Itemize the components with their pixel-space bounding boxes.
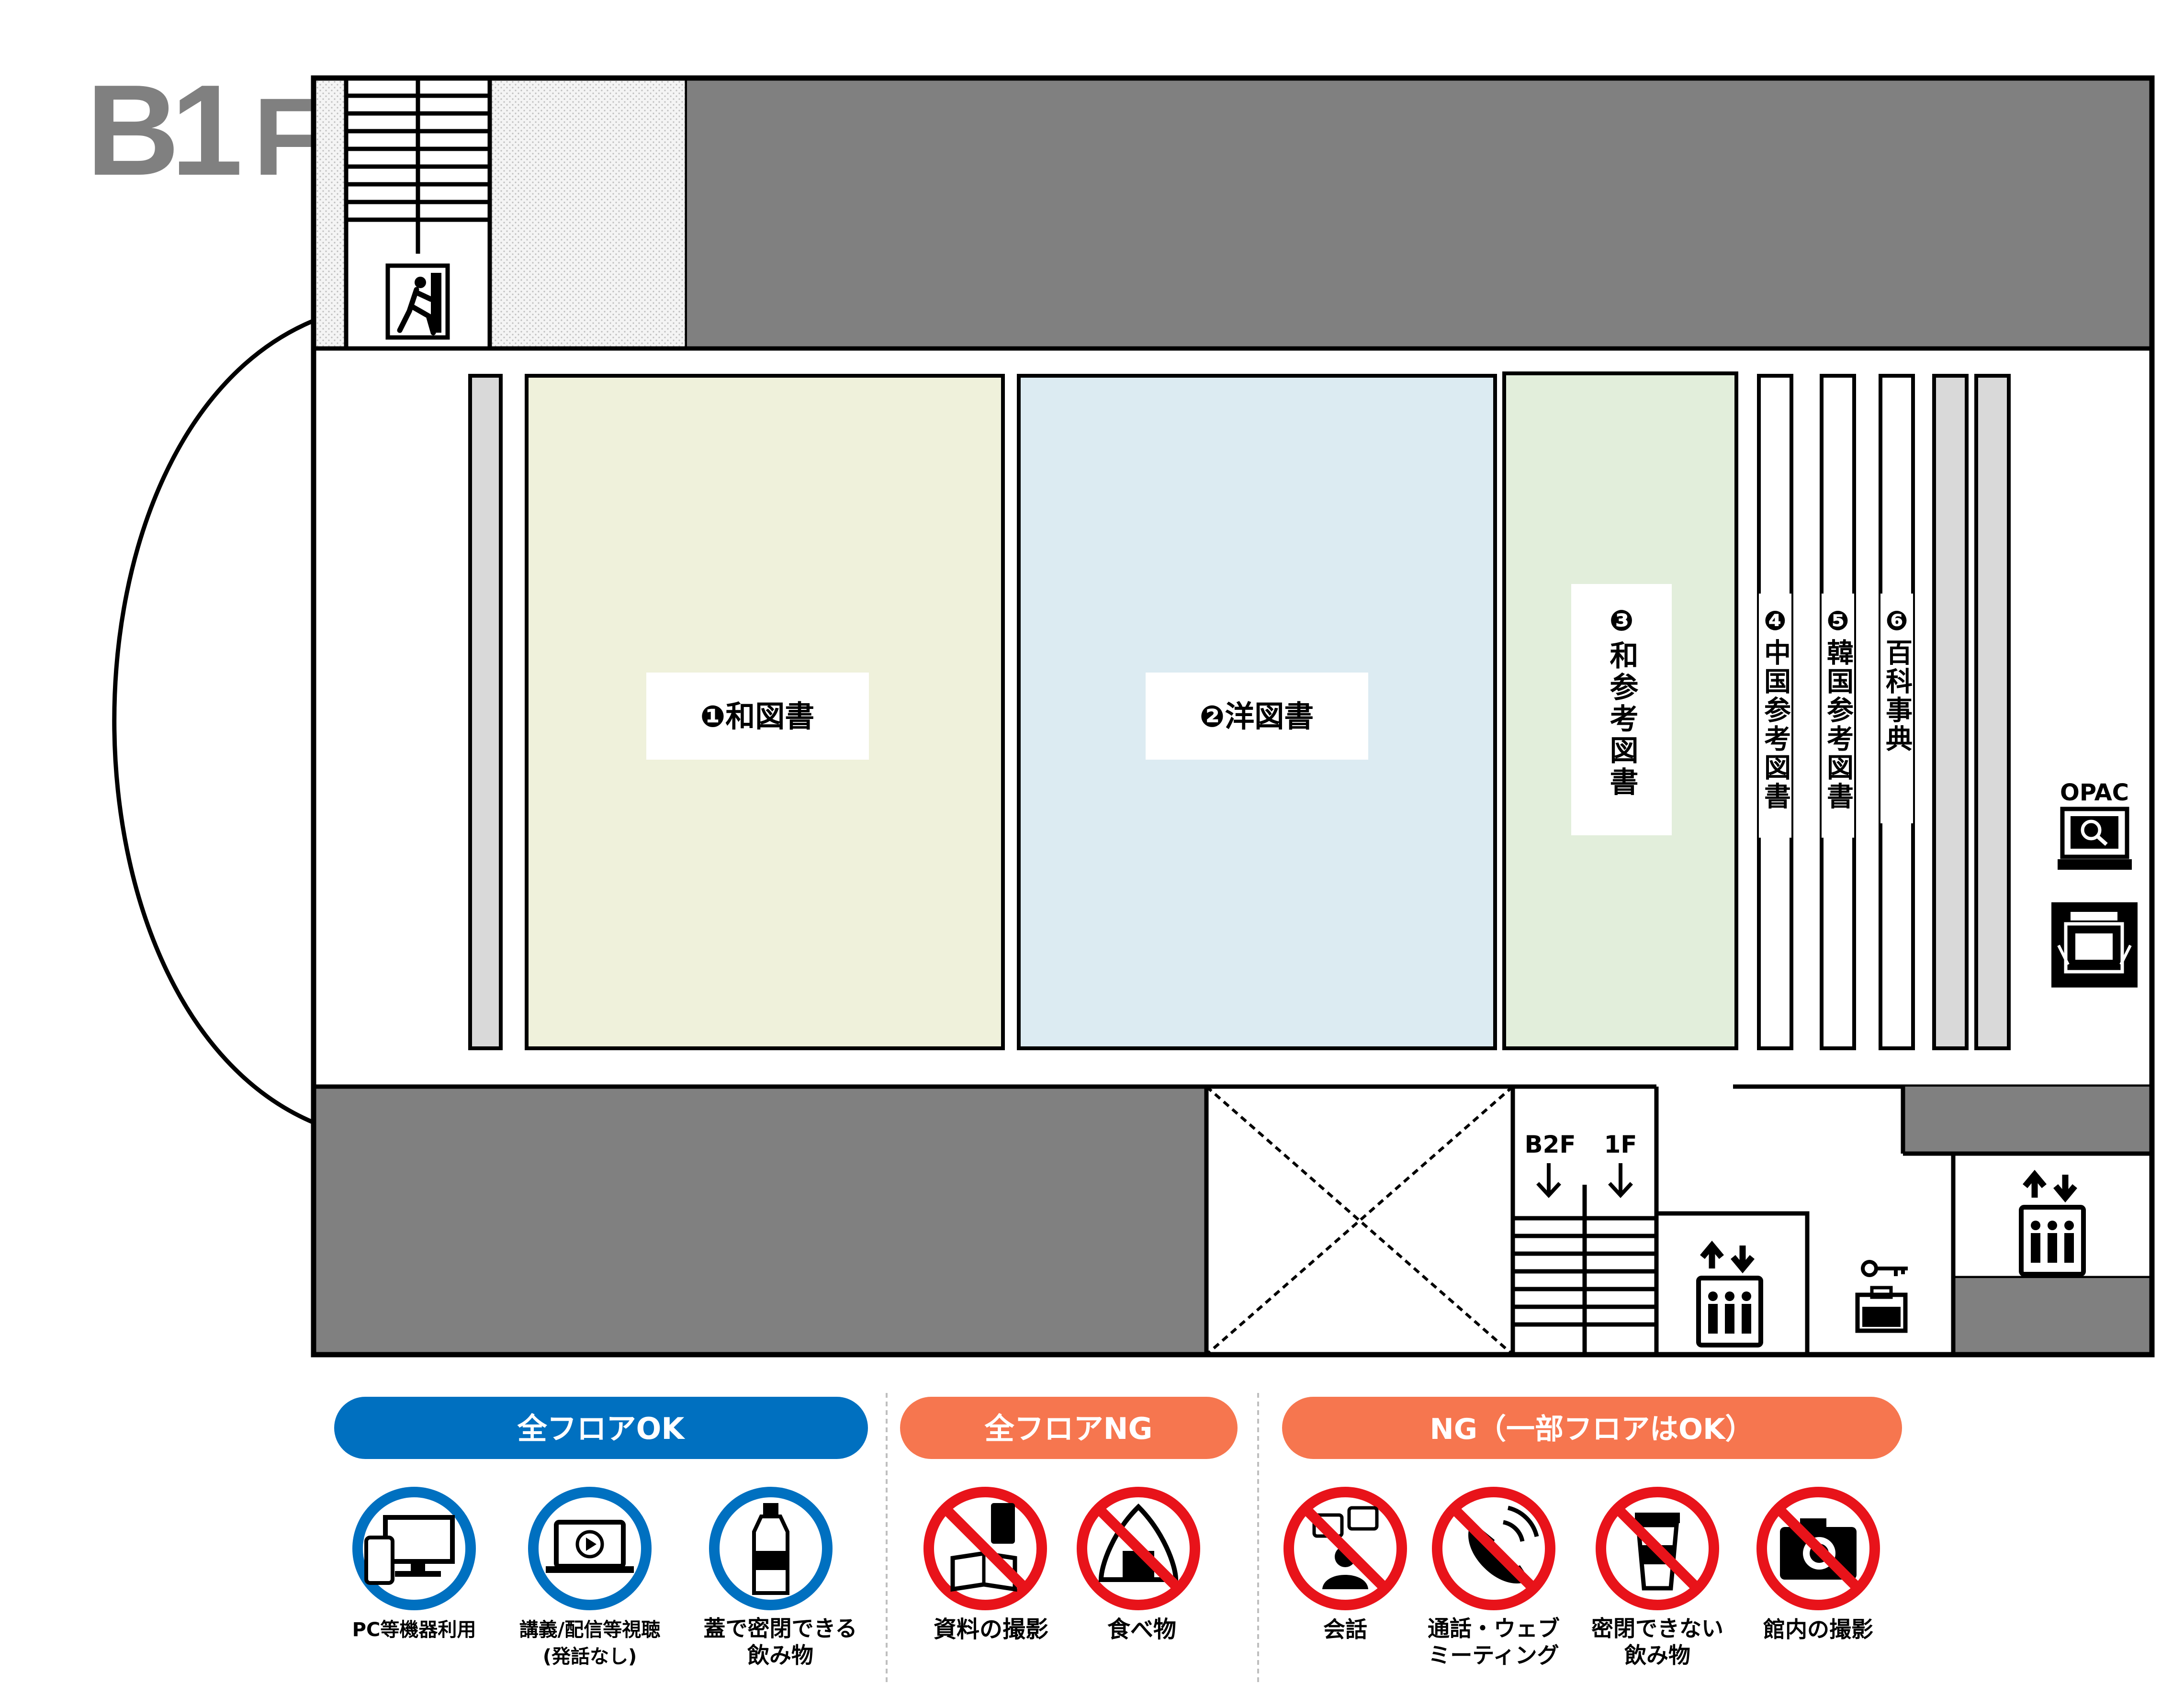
- shelf: [1932, 374, 2011, 1050]
- opac-terminal-icon[interactable]: [2058, 807, 2132, 870]
- emergency-exit-icon: [385, 263, 450, 340]
- legend-ng-partial-pill: [1282, 1397, 1902, 1459]
- legend-caption-material-photo: 資料の撮影: [934, 1616, 1048, 1643]
- legend-ng-all-pill: [900, 1397, 1238, 1459]
- korean-reference-label: ❺韓国参考図書: [1823, 606, 1854, 811]
- stairs-top: [346, 78, 490, 254]
- no-unsealed-drink-icon: [1601, 1492, 1714, 1605]
- legend-caption-sealed-drink: 蓋で密閉できる飲み物: [703, 1616, 857, 1668]
- lecture-streaming-icon: [528, 1487, 652, 1610]
- legend-caption-unsealed-drink: 密閉できない飲み物: [1591, 1616, 1723, 1668]
- legend-ng-all-label: 全フロアNG: [984, 1411, 1153, 1446]
- legend-caption-pc: PC等機器利用: [352, 1619, 476, 1641]
- encyclopedias-label: ❻百科事典: [1881, 606, 1913, 753]
- western-books-label: ❷洋図書: [1200, 699, 1314, 734]
- curved-wall: [112, 318, 315, 1125]
- no-camera-icon: [1762, 1492, 1875, 1605]
- no-material-photo-icon: [929, 1492, 1042, 1605]
- legend-caption-lecture: 講義/配信等視聴(発話なし): [519, 1619, 661, 1668]
- stairs-arrow-icons: [1536, 1163, 1633, 1198]
- legend-ng-partial-label: NG（一部フロアはOK）: [1430, 1413, 1754, 1446]
- legend-caption-conversation: 会話: [1323, 1616, 1367, 1642]
- legend-caption-food: 食べ物: [1107, 1616, 1176, 1643]
- shelf: [468, 374, 503, 1050]
- chinese-reference-label: ❹中国参考図書: [1760, 606, 1791, 811]
- stairs-b2f-label: B2F: [1524, 1131, 1576, 1158]
- blocked-area-right-1: [1903, 1087, 2152, 1154]
- legend-ok-all-pill: [334, 1397, 868, 1459]
- sealed-drink-icon: [709, 1487, 833, 1610]
- opac-label: OPAC: [2060, 779, 2129, 806]
- no-phone-call-icon: [1437, 1492, 1550, 1605]
- stairs-1f-label: 1F: [1604, 1131, 1637, 1158]
- japanese-books-label: ❶和図書: [700, 699, 815, 734]
- legend-caption-phone: 通話・ウェブミーティング: [1428, 1616, 1560, 1668]
- blocked-area-top: [687, 78, 2152, 348]
- stairs-bottom: [1513, 1185, 1656, 1355]
- legend-ok-all-label: 全フロアOK: [517, 1411, 686, 1446]
- locker-icon: [1855, 1260, 1908, 1333]
- legend-caption-camera: 館内の撮影: [1763, 1616, 1873, 1642]
- copier-icon: [2051, 902, 2138, 988]
- no-food-icon: [1082, 1492, 1195, 1605]
- blocked-area-bottom-left: [314, 1087, 1206, 1355]
- japanese-reference-label: ❸和参考図書: [1605, 604, 1638, 798]
- no-conversation-icon: [1289, 1492, 1402, 1605]
- pc-device-icon: [352, 1487, 476, 1610]
- blocked-area-right-2: [1953, 1278, 2152, 1355]
